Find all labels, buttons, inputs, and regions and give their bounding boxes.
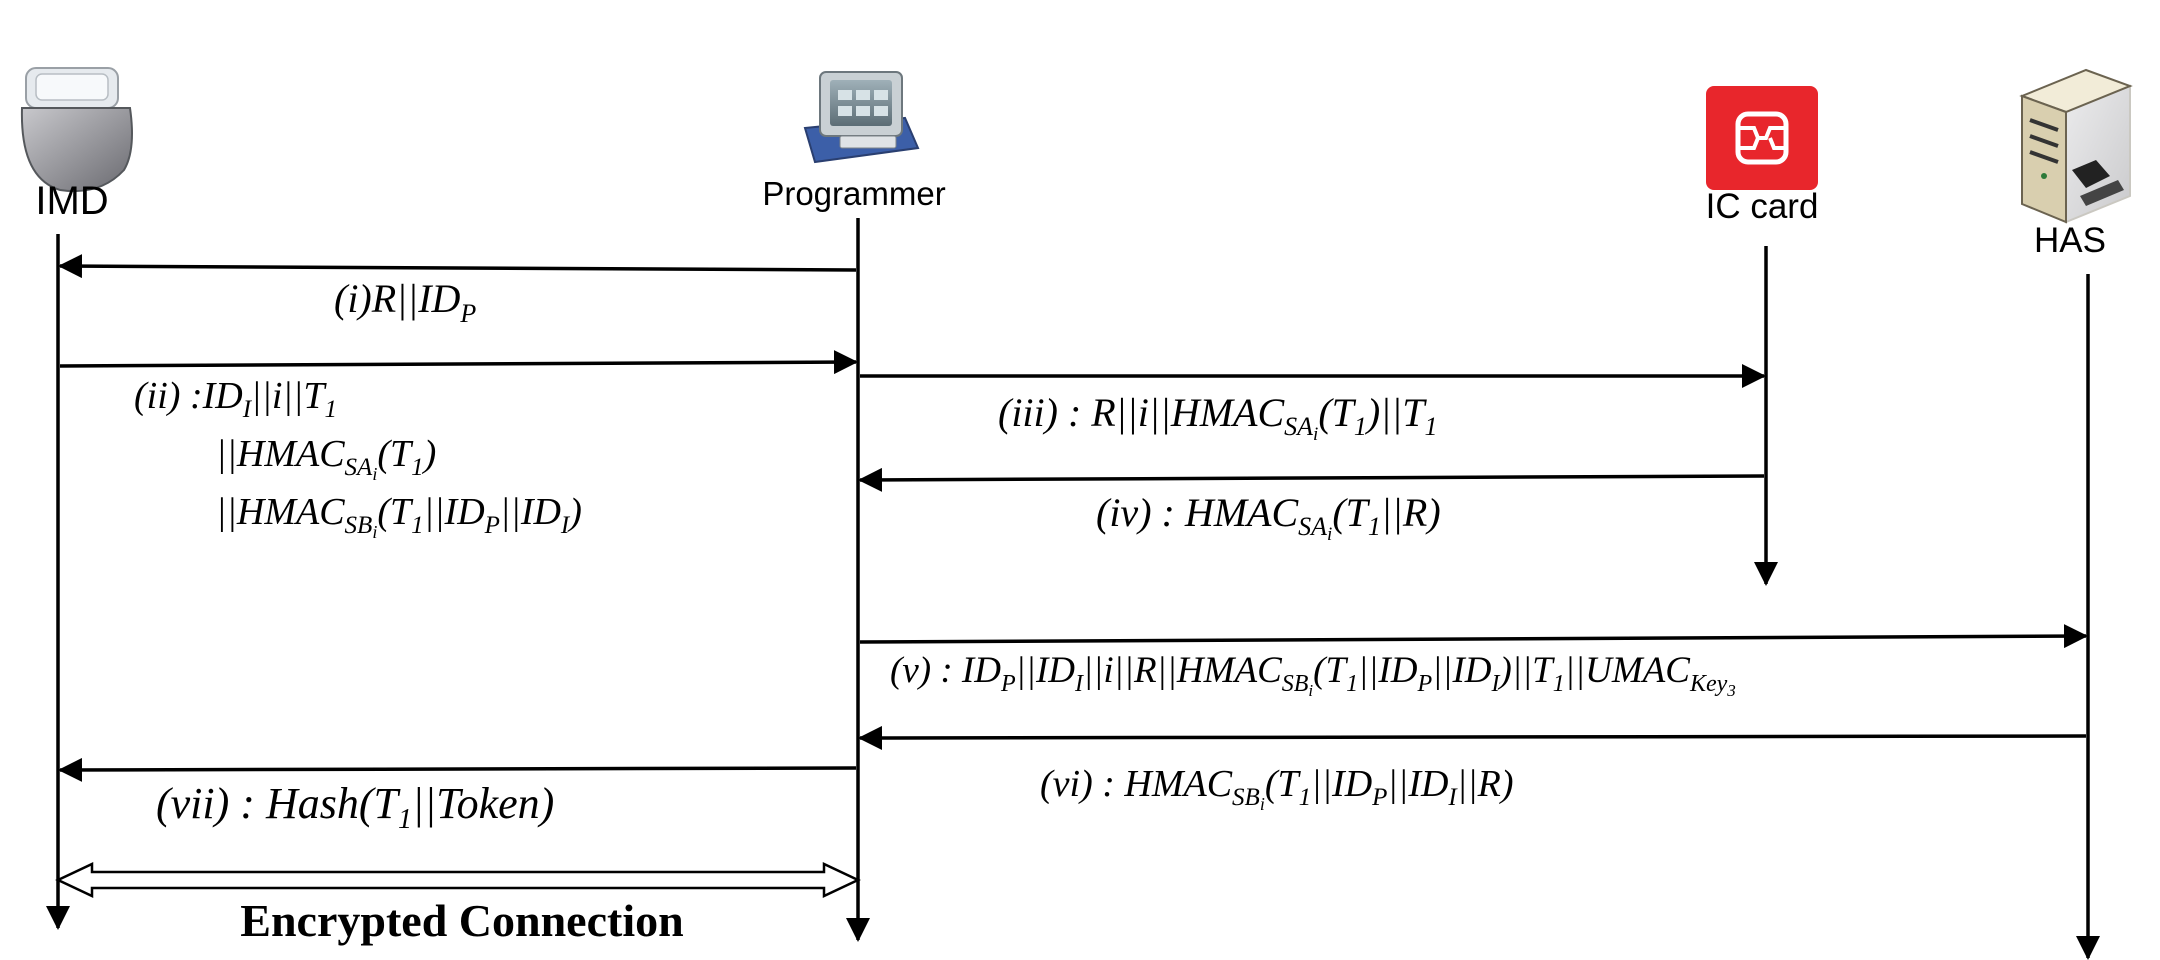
pacemaker-icon: [20, 67, 133, 193]
message-label-iii: (iii) : R||i||HMACSAi(T1)||T1: [998, 390, 1437, 445]
actor-label-has: HAS: [2034, 221, 2106, 260]
message-label-vii: (vii) : Hash(T1||Token): [156, 779, 554, 835]
message-arrow-iv: [858, 467, 1765, 492]
svg-text:||HMACSAi(T1): ||HMACSAi(T1): [216, 433, 436, 484]
message-arrow-i: [58, 254, 857, 279]
svg-text:(ii) :IDI||i||T1: (ii) :IDI||i||T1: [134, 375, 337, 423]
message-label-ii: (ii) :IDI||i||T1 ||HMACSAi(T1) ||HMACSBi…: [134, 375, 582, 542]
message-label-v: (v) : IDP||IDI||i||R||HMACSBi(T1||IDP||I…: [890, 650, 1736, 700]
ic-card-chip-icon: [1706, 86, 1818, 190]
encrypted-connection-label: Encrypted Connection: [240, 895, 683, 946]
programmer-device-icon: [803, 71, 920, 164]
actor-label-imd: IMD: [35, 179, 108, 223]
message-label-iv: (iv) : HMACSAi(T1||R): [1096, 490, 1441, 545]
message-arrow-v: [859, 624, 2088, 649]
message-arrow-ii: [59, 350, 858, 375]
message-label-vi: (vi) : HMACSBi(T1||IDP||IDI||R): [1040, 763, 1514, 814]
server-icon: [2019, 68, 2133, 224]
encrypted-connection-double-arrow: [55, 862, 861, 898]
message-arrow-vii: [58, 757, 857, 782]
message-label-i: (i)R||IDP: [334, 276, 476, 328]
svg-text:||HMACSBi(T1||IDP||IDI): ||HMACSBi(T1||IDP||IDI): [216, 491, 582, 542]
message-arrow-vi: [858, 725, 2087, 750]
actor-label-programmer: Programmer: [762, 175, 945, 212]
actor-label-ic-card: IC card: [1706, 187, 1819, 226]
